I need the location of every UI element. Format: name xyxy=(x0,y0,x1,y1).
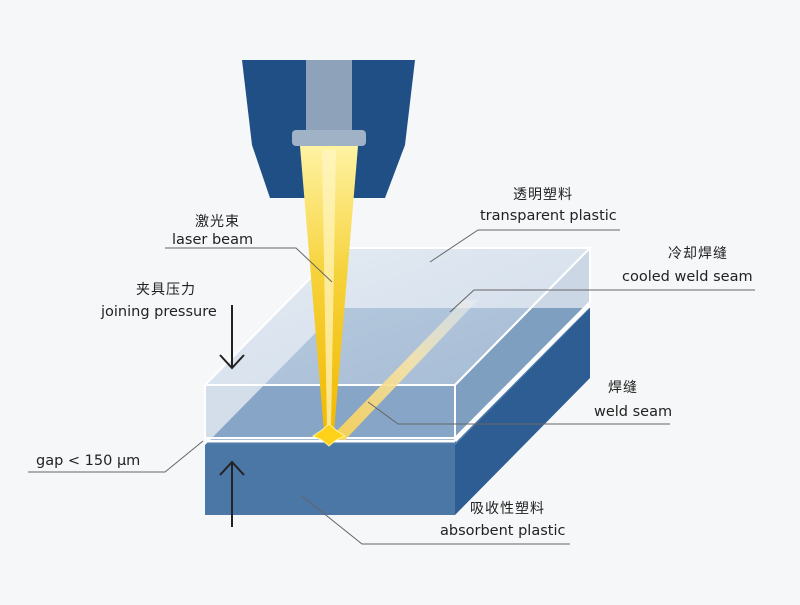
joining-pressure-label-en: joining pressure xyxy=(101,304,217,320)
leader-absorbent-plastic xyxy=(301,495,570,545)
transparent-side-face xyxy=(454,245,591,441)
absorbent-front-face xyxy=(205,445,455,515)
laser-beam xyxy=(300,146,358,447)
weld-seam-label-zh: 焊缝 xyxy=(608,380,638,396)
nozzle-inner-tube xyxy=(306,60,352,140)
transparent-plastic-label-en: transparent plastic xyxy=(480,208,617,224)
laser-beam-label-en: laser beam xyxy=(172,232,254,248)
leader-laser-beam xyxy=(165,247,333,283)
nozzle-collar xyxy=(292,130,366,146)
cooled-weld-seam-label-en: cooled weld seam xyxy=(622,269,753,285)
transparent-plastic-label-zh: 透明塑料 xyxy=(513,187,573,203)
laser-nozzle xyxy=(242,60,415,198)
cooled-weld-seam-label-zh: 冷却焊缝 xyxy=(668,246,728,262)
joining-pressure-label-zh: 夹具压力 xyxy=(136,282,196,298)
leader-cooled-weld-seam xyxy=(449,289,755,313)
absorbent-plastic-label-en: absorbent plastic xyxy=(440,523,566,539)
leader-lines xyxy=(28,229,755,545)
leader-gap xyxy=(28,440,204,473)
weld-seam-track xyxy=(328,300,478,440)
absorbent-side-face xyxy=(455,308,590,515)
laser-beam-label-zh: 激光束 xyxy=(195,214,240,230)
gap-label: gap < 150 μm xyxy=(36,453,141,469)
down-arrow xyxy=(219,305,245,370)
laser-beam-core xyxy=(322,150,336,430)
absorbent-plastic-label-zh: 吸收性塑料 xyxy=(470,501,545,517)
focus-spot xyxy=(311,423,347,447)
weld-seam-label-en: weld seam xyxy=(594,404,673,420)
leader-transparent-plastic xyxy=(429,229,620,263)
up-arrow xyxy=(219,460,245,527)
leader-weld-seam xyxy=(367,401,670,425)
transparent-plastic-block xyxy=(202,245,593,443)
gap-line-side xyxy=(453,303,592,443)
